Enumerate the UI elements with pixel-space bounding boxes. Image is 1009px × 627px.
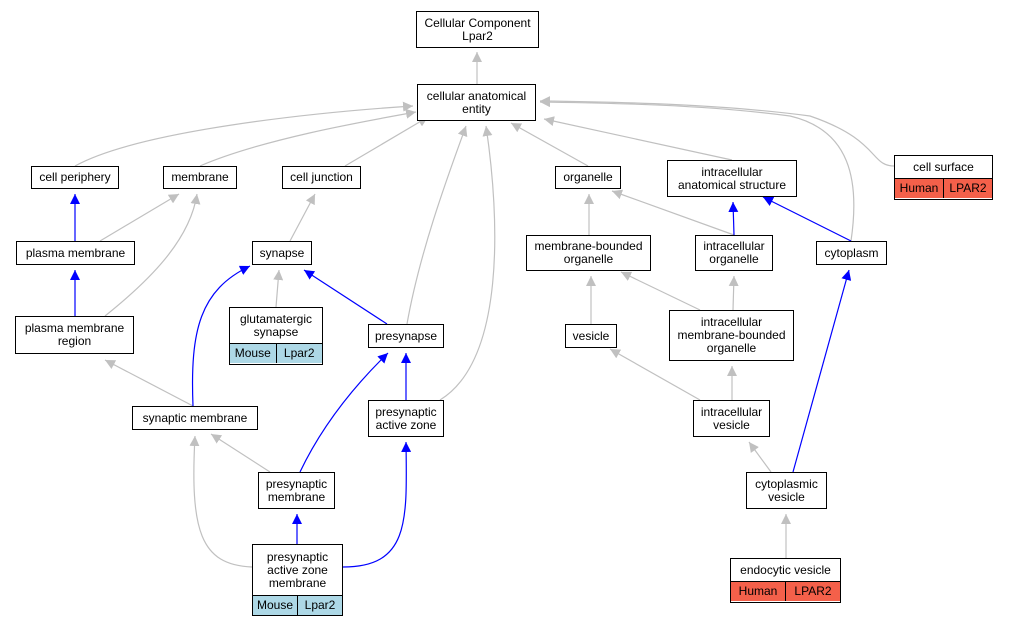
node-label: cytoplasmic vesicle <box>755 476 818 504</box>
node-vesicle[interactable]: vesicle <box>565 324 617 348</box>
edge-imbo-to-io <box>728 275 739 311</box>
node-label: cell periphery <box>39 170 111 184</box>
node-glutamatergic-synapse[interactable]: glutamatergic synapse Mouse Lpar2 <box>229 307 323 365</box>
node-label: plasma membrane <box>25 245 126 260</box>
node-presynaptic-membrane[interactable]: presynaptic membrane <box>258 472 335 509</box>
node-label: intracellular anatomical structure <box>677 164 787 192</box>
node-label: organelle <box>563 170 613 184</box>
edge-periphery-to-cae <box>74 101 414 167</box>
node-intracellular-anatomical-structure[interactable]: intracellular anatomical structure <box>667 160 797 197</box>
node-plasma-membrane-region[interactable]: plasma membrane region <box>15 316 134 354</box>
node-cell-junction[interactable]: cell junction <box>282 166 361 189</box>
node-synapse[interactable]: synapse <box>252 241 312 265</box>
node-membrane[interactable]: membrane <box>163 166 237 189</box>
node-cytoplasmic-vesicle[interactable]: cytoplasmic vesicle <box>746 472 827 509</box>
gene-tag: Lpar2 <box>297 596 342 615</box>
node-cellular-component[interactable]: Cellular Component Lpar2 <box>416 11 539 48</box>
edge-premem-to-synmem <box>210 433 271 473</box>
node-label: membrane-bounded organelle <box>534 239 643 266</box>
node-label: glutamatergic synapse <box>239 311 313 339</box>
annotation-row: Human LPAR2 <box>895 178 992 198</box>
species-tag: Mouse <box>253 596 297 615</box>
node-membrane-bounded-organelle[interactable]: membrane-bounded organelle <box>526 235 651 271</box>
node-endocytic-vesicle[interactable]: endocytic vesicle Human LPAR2 <box>730 558 841 603</box>
node-label: presynaptic active zone membrane <box>266 549 329 590</box>
edge-cytoplasm-to-cae <box>539 97 855 242</box>
annotation-row: Mouse Lpar2 <box>253 595 342 615</box>
node-label: intracellular vesicle <box>700 404 763 432</box>
node-organelle[interactable]: organelle <box>555 166 621 189</box>
edge-presynapse-to-synapse <box>303 269 388 325</box>
node-synaptic-membrane[interactable]: synaptic membrane <box>132 406 258 430</box>
edge-io-to-ias <box>728 201 739 236</box>
edge-cellsurface-to-cae <box>539 96 895 167</box>
node-label: Cellular Component Lpar2 <box>424 15 531 43</box>
gene-tag: Lpar2 <box>275 344 322 363</box>
edge-pazm-to-synmem <box>189 435 253 568</box>
edge-membrane-to-cae <box>199 108 417 167</box>
node-cellular-anatomical-entity[interactable]: cellular anatomical entity <box>417 84 536 121</box>
node-label: intracellular membrane-bounded organelle <box>677 315 786 355</box>
edge-ias-to-cae <box>543 116 733 161</box>
annotation-row: Mouse Lpar2 <box>230 343 322 363</box>
node-label: cell junction <box>290 170 353 184</box>
node-cell-periphery[interactable]: cell periphery <box>31 166 119 189</box>
species-tag: Human <box>895 179 943 198</box>
node-presynaptic-active-zone-membrane[interactable]: presynaptic active zone membrane Mouse L… <box>252 544 343 616</box>
node-cell-surface[interactable]: cell surface Human LPAR2 <box>894 155 993 200</box>
edge-synapse-to-junction <box>289 193 316 242</box>
node-label: presynaptic membrane <box>265 476 328 504</box>
node-label: cell surface <box>913 159 974 174</box>
node-label: plasma membrane region <box>24 321 125 348</box>
edge-glut-to-synapse <box>273 269 284 308</box>
species-tag: Mouse <box>230 344 276 363</box>
annotation-row: Human LPAR2 <box>731 581 840 601</box>
node-label: intracellular organelle <box>703 239 765 266</box>
edge-junction-to-cae <box>344 116 429 167</box>
edge-pmr-to-membrane <box>104 193 201 317</box>
node-intracellular-membrane-bounded-organelle[interactable]: intracellular membrane-bounded organelle <box>669 310 794 361</box>
edge-premem-to-presynapse <box>299 352 389 473</box>
node-presynaptic-active-zone[interactable]: presynaptic active zone <box>368 400 444 437</box>
edge-presynapse-to-cae <box>406 125 468 325</box>
node-label: presynaptic active zone <box>375 404 437 432</box>
node-presynapse[interactable]: presynapse <box>368 324 444 348</box>
node-label: synaptic membrane <box>142 410 248 425</box>
species-tag: Human <box>731 582 785 601</box>
node-label: vesicle <box>572 328 610 343</box>
edge-synmem-to-synapse <box>191 265 251 407</box>
node-label: cytoplasm <box>824 245 879 260</box>
edge-iv-to-vesicle <box>609 348 701 401</box>
edge-pazm-to-paz <box>342 441 412 568</box>
edge-cytoplasm-to-ias <box>762 196 852 242</box>
edge-pm-to-membrane <box>99 193 180 242</box>
node-label: presynapse <box>374 328 438 343</box>
node-plasma-membrane[interactable]: plasma membrane <box>16 241 135 265</box>
edge-cytovesicle-to-cytoplasm <box>792 269 852 473</box>
edge-paz-to-cae <box>439 125 496 401</box>
edge-cytovesicle-to-iv <box>748 441 772 473</box>
edge-synmem-to-pmr <box>104 359 194 407</box>
node-intracellular-organelle[interactable]: intracellular organelle <box>695 235 773 271</box>
node-label: endocytic vesicle <box>740 562 831 577</box>
edge-io-to-organelle <box>611 189 735 236</box>
node-label: membrane <box>171 170 229 184</box>
node-cytoplasm[interactable]: cytoplasm <box>816 241 887 265</box>
gene-tag: LPAR2 <box>785 582 840 601</box>
edge-organelle-to-cae <box>510 122 589 167</box>
edge-imbo-to-mbo <box>620 271 701 311</box>
node-label: synapse <box>259 245 305 260</box>
gene-tag: LPAR2 <box>943 179 992 198</box>
node-label: cellular anatomical entity <box>426 88 527 116</box>
node-intracellular-vesicle[interactable]: intracellular vesicle <box>693 400 770 437</box>
